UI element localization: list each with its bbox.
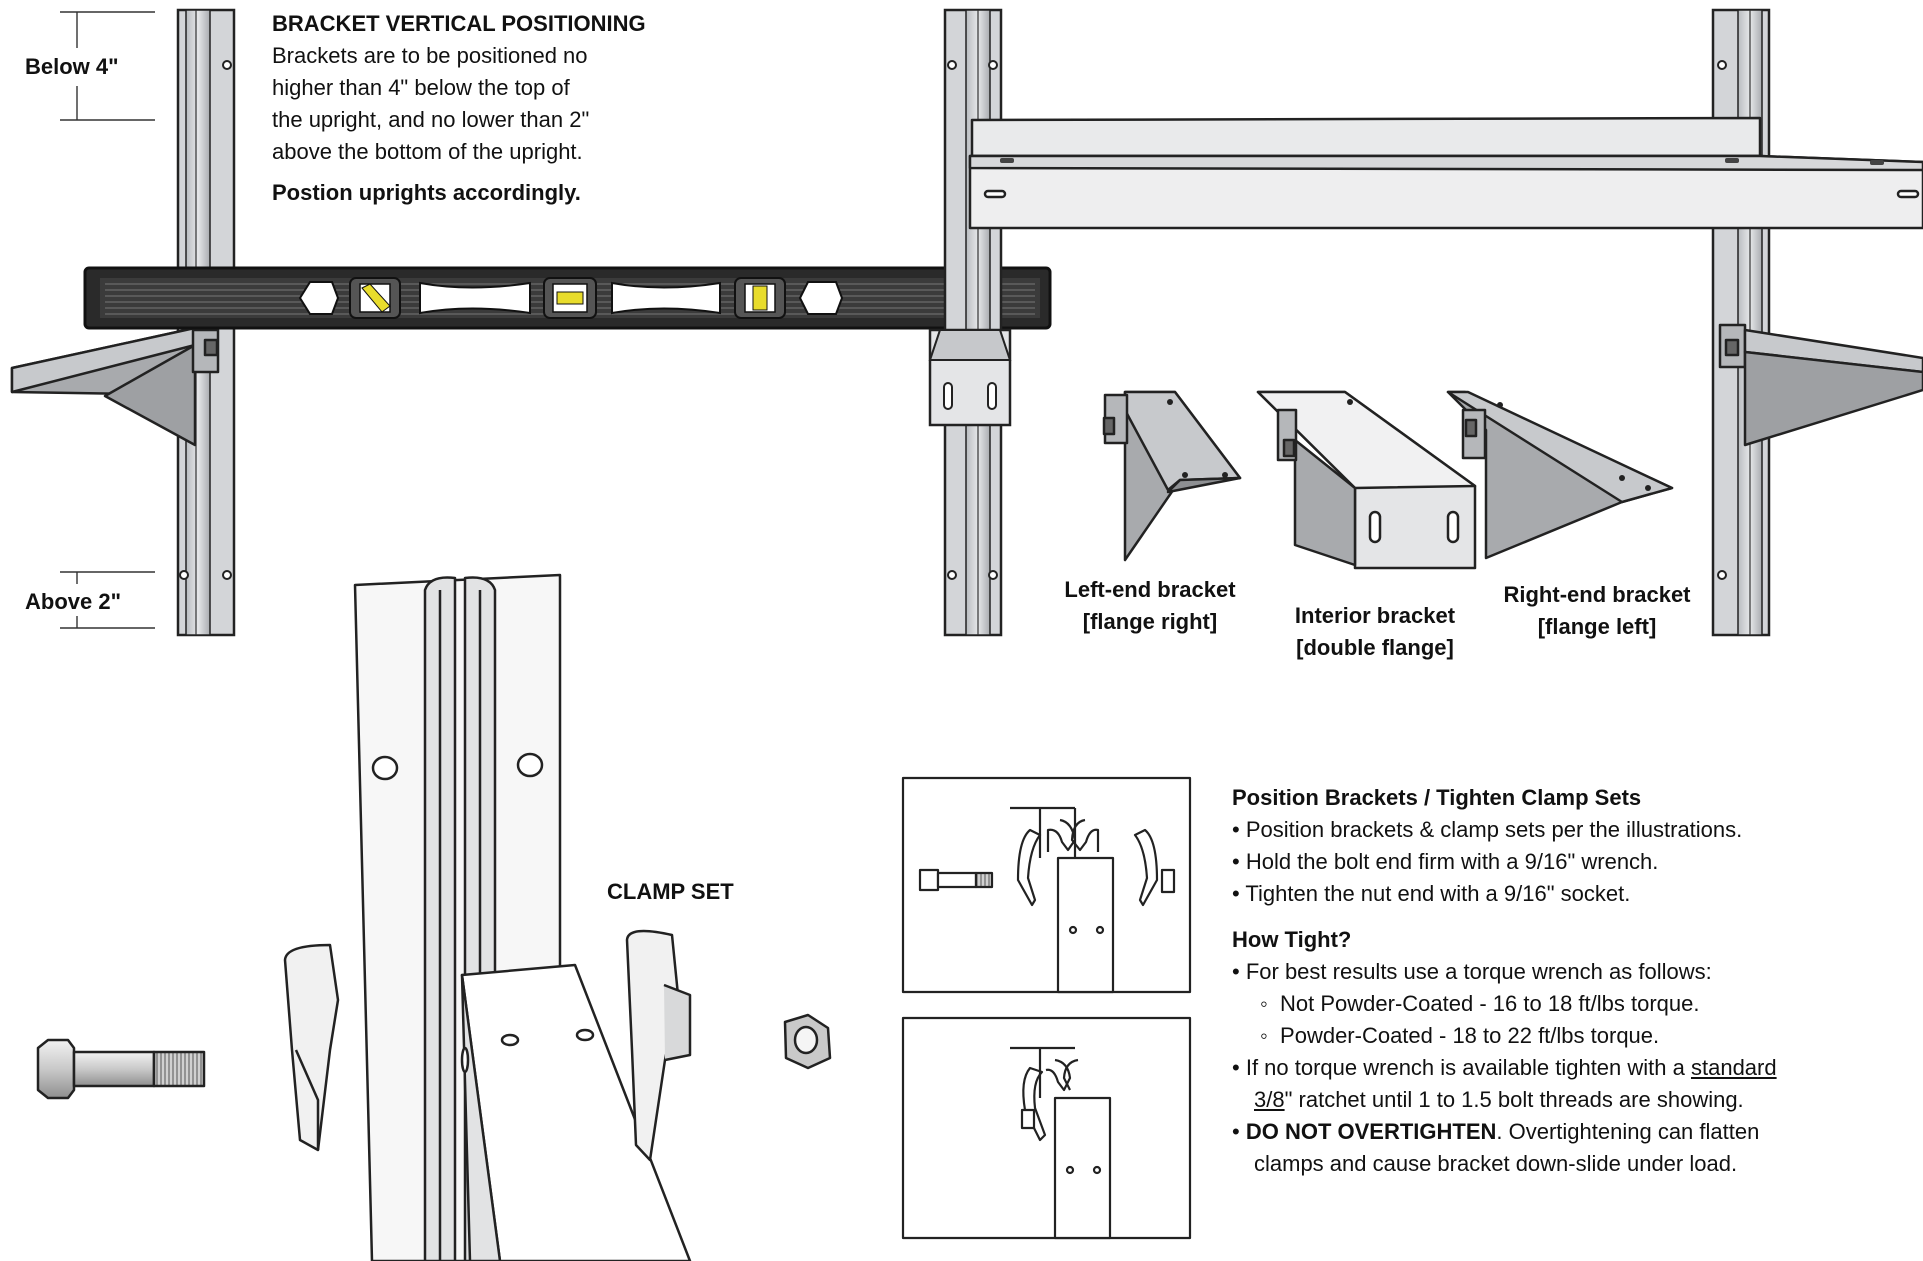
- spec-text: Not Powder-Coated - 16 to 18 ft/lbs torq…: [1280, 991, 1700, 1016]
- bolt-icon: [36, 1038, 206, 1100]
- vertical-positioning-heading: BRACKET VERTICAL POSITIONING: [272, 11, 646, 36]
- bracket-detail: [double flange]: [1296, 635, 1454, 660]
- underlined-text: standard: [1690, 1055, 1777, 1080]
- upright-icon: [1711, 8, 1771, 637]
- vertical-positioning-note: Postion uprights accordingly.: [272, 180, 581, 205]
- clamp-diagram-bottom: [901, 1016, 1192, 1240]
- bracket-name: Interior bracket: [1294, 603, 1456, 628]
- bracket-icon: [1256, 390, 1477, 570]
- torque-spec: ◦ Powder-Coated - 18 to 22 ft/lbs torque…: [1260, 1023, 1660, 1048]
- bracket-name: Left-end bracket: [1064, 577, 1236, 602]
- how-tight-heading: How Tight?: [1232, 927, 1352, 952]
- torque-intro: • For best results use a torque wrench a…: [1232, 959, 1712, 984]
- bracket-icon: [1718, 323, 1923, 447]
- vertical-positioning-line: higher than 4" below the top of: [272, 75, 570, 100]
- clamp-diagram-top: [901, 776, 1192, 994]
- clamp-set-label: CLAMP SET: [607, 879, 734, 904]
- instruction-step: • Position brackets & clamp sets per the…: [1232, 817, 1743, 842]
- clamp-icon: [283, 929, 692, 1162]
- dimension-bottom: [60, 571, 155, 629]
- step-text: If no torque wrench is available tighten…: [1245, 1055, 1691, 1080]
- bracket-label-left-end: Left-end bracket [flange right]: [1040, 574, 1260, 638]
- bracket-icon: [1446, 390, 1674, 560]
- spec-text: Powder-Coated - 18 to 22 ft/lbs torque.: [1280, 1023, 1660, 1048]
- warning: • DO NOT OVERTIGHTEN. Overtightening can…: [1232, 1119, 1760, 1144]
- bracket-icon: [10, 326, 220, 447]
- bracket-icon: [1102, 390, 1242, 562]
- shelf-icon: [968, 116, 1923, 230]
- warning-bold: DO NOT OVERTIGHTEN: [1245, 1119, 1497, 1144]
- bracket-label-right-end: Right-end bracket [flange left]: [1487, 579, 1707, 643]
- bracket-detail: [flange right]: [1082, 609, 1218, 634]
- step-text: " ratchet until 1 to 1.5 bolt threads ar…: [1284, 1087, 1744, 1112]
- warning-text: clamps and cause bracket down-slide unde…: [1254, 1151, 1738, 1176]
- step-text: Tighten the nut end with a 9/16" socket.: [1245, 881, 1631, 906]
- level-icon: [83, 266, 1052, 330]
- warning-cont: clamps and cause bracket down-slide unde…: [1232, 1148, 1777, 1180]
- underlined-text: 3/8: [1254, 1087, 1285, 1112]
- dimension-top-label: Below 4": [25, 54, 119, 79]
- bracket-label-interior: Interior bracket [double flange]: [1265, 600, 1485, 664]
- step-text: Hold the bolt end firm with a 9/16" wren…: [1245, 849, 1659, 874]
- step-text: For best results use a torque wrench as …: [1245, 959, 1712, 984]
- bracket-name: Right-end bracket: [1503, 582, 1691, 607]
- ratchet-instruction-cont: 3/8" ratchet until 1 to 1.5 bolt threads…: [1232, 1084, 1777, 1116]
- vertical-positioning-line: above the bottom of the upright.: [272, 139, 583, 164]
- instruction-step: • Hold the bolt end firm with a 9/16" wr…: [1232, 849, 1659, 874]
- torque-spec: ◦ Not Powder-Coated - 16 to 18 ft/lbs to…: [1260, 991, 1700, 1016]
- step-text: Position brackets & clamp sets per the i…: [1245, 817, 1743, 842]
- instruction-step: • Tighten the nut end with a 9/16" socke…: [1232, 881, 1631, 906]
- vertical-positioning-line: Brackets are to be positioned no: [272, 43, 588, 68]
- ratchet-instruction: • If no torque wrench is available tight…: [1232, 1055, 1777, 1080]
- warning-text: . Overtightening can flatten: [1496, 1119, 1760, 1144]
- bracket-detail: [flange left]: [1537, 614, 1657, 639]
- dimension-bottom-label: Above 2": [25, 589, 122, 614]
- instructions-heading: Position Brackets / Tighten Clamp Sets: [1232, 785, 1642, 810]
- dimension-top: [60, 11, 155, 121]
- upright-icon: [928, 8, 1012, 637]
- vertical-positioning-line: the upright, and no lower than 2": [272, 107, 590, 132]
- instructions-section: Position Brackets / Tighten Clamp Sets •…: [1232, 782, 1777, 1180]
- nut-icon: [783, 1013, 832, 1070]
- bracket-icon: [460, 963, 692, 1261]
